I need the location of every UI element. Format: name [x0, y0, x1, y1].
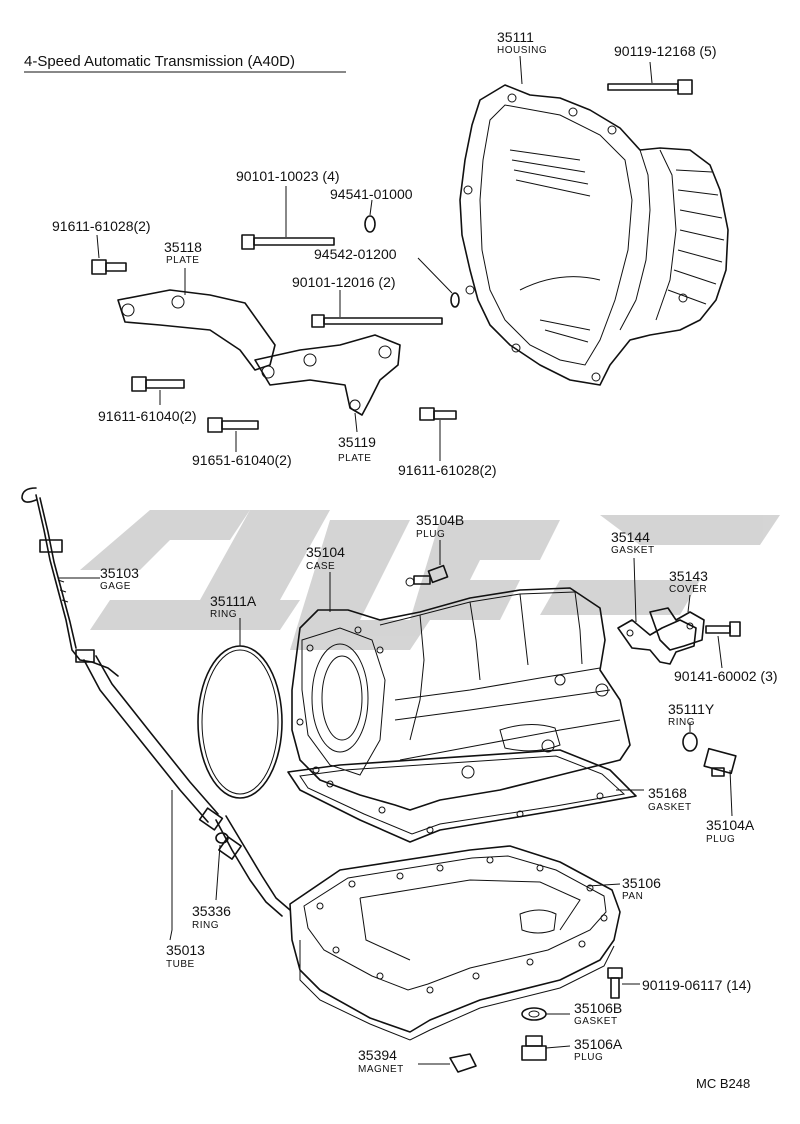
label-91651-61040: 91651-61040(2) [192, 452, 292, 468]
label-35104A-num: 35104A [706, 817, 755, 833]
label-35104B-name: PLUG [416, 529, 445, 540]
label-91611-61028-a: 91611-61028(2) [52, 218, 151, 234]
gasket-35168 [287, 749, 644, 843]
label-35118-name: PLATE [166, 255, 199, 266]
labels: 35111 HOUSING 90119-12168 (5) 90101-1002… [52, 29, 778, 1091]
label-35119-num: 35119 [338, 434, 376, 450]
bolt-90141-60002 [705, 621, 741, 669]
label-35103-name: GAGE [100, 581, 131, 592]
diagram-code: MC B248 [696, 1076, 750, 1091]
bolt-90119-12168 [607, 61, 693, 95]
label-35106-num: 35106 [622, 875, 661, 891]
label-35144-name: GASKET [611, 545, 655, 556]
label-35106A-name: PLUG [574, 1052, 603, 1063]
label-35104-num: 35104 [306, 544, 345, 560]
label-90119-06117: 90119-06117 (14) [642, 977, 751, 993]
cover-35143 [649, 594, 705, 651]
label-90101-12016: 90101-12016 (2) [292, 274, 396, 290]
label-35106B-name: GASKET [574, 1016, 618, 1027]
label-90141-60002: 90141-60002 (3) [674, 668, 778, 684]
label-35168-name: GASKET [648, 802, 692, 813]
label-35104B-num: 35104B [416, 512, 464, 528]
label-35104A-name: PLUG [706, 834, 735, 845]
label-90101-10023: 90101-10023 (4) [236, 168, 340, 184]
dipstick-35103 [21, 487, 119, 677]
label-35143-name: COVER [669, 584, 707, 595]
label-35394-name: MAGNET [358, 1064, 404, 1075]
label-91611-61028-b: 91611-61028(2) [398, 462, 497, 478]
label-35394-num: 35394 [358, 1047, 397, 1063]
label-35118-num: 35118 [164, 239, 202, 255]
plug-35104A [703, 747, 737, 817]
label-35106A-num: 35106A [574, 1036, 623, 1052]
ring-35111Y [682, 722, 698, 752]
plug-35106A [521, 1035, 571, 1061]
magnet-35394 [418, 1053, 477, 1073]
bolt-91611-61040 [131, 376, 185, 405]
label-35168-num: 35168 [648, 785, 687, 801]
label-35103-num: 35103 [100, 565, 139, 581]
label-35144-num: 35144 [611, 529, 650, 545]
label-35013-num: 35013 [166, 942, 205, 958]
label-35111A-num: 35111A [210, 593, 257, 609]
label-94541-01000: 94541-01000 [330, 186, 413, 202]
gasket-35144 [617, 557, 697, 665]
tube-35013 [83, 655, 291, 941]
gasket-35106B [521, 1007, 570, 1021]
bolt-91651-61040 [207, 417, 259, 452]
label-90119-12168: 90119-12168 (5) [614, 43, 716, 59]
label-35013-name: TUBE [166, 959, 195, 970]
washer-94542-01200 [417, 257, 460, 308]
label-35106B-num: 35106B [574, 1000, 622, 1016]
label-35111-name: HOUSING [497, 45, 547, 56]
label-35336-num: 35336 [192, 903, 231, 919]
ring-35111A [197, 618, 283, 799]
watermark-logo [80, 510, 780, 650]
label-35111Y-num: 35111Y [668, 701, 715, 717]
label-94542-01200: 94542-01200 [314, 246, 397, 262]
diagram-title: 4-Speed Automatic Transmission (A40D) [24, 53, 295, 70]
bolt-90101-10023 [241, 186, 335, 250]
bolt-91611-61028-b [419, 407, 457, 461]
plate-35118 [117, 268, 276, 371]
plug-35104B [405, 540, 449, 587]
label-35111Y-name: RING [668, 717, 695, 728]
ring-35336 [215, 832, 242, 901]
label-35111A-name: RING [210, 609, 237, 620]
plate-35119 [254, 334, 401, 433]
label-35106-name: PAN [622, 891, 643, 902]
label-35111-num: 35111 [497, 29, 534, 45]
washer-94541-01000 [364, 199, 376, 233]
label-35119-name: PLATE [338, 453, 371, 464]
housing-35111 [459, 84, 729, 386]
bolt-91611-61028-a [91, 234, 127, 275]
bolt-90101-12016 [311, 290, 443, 328]
bolt-90119-06117 [607, 967, 640, 999]
label-35336-name: RING [192, 920, 219, 931]
label-35143-num: 35143 [669, 568, 708, 584]
case-35104 [291, 572, 631, 811]
label-35104-name: CASE [306, 561, 335, 572]
label-91611-61040: 91611-61040(2) [98, 408, 197, 424]
pan-35106 [289, 845, 621, 1041]
